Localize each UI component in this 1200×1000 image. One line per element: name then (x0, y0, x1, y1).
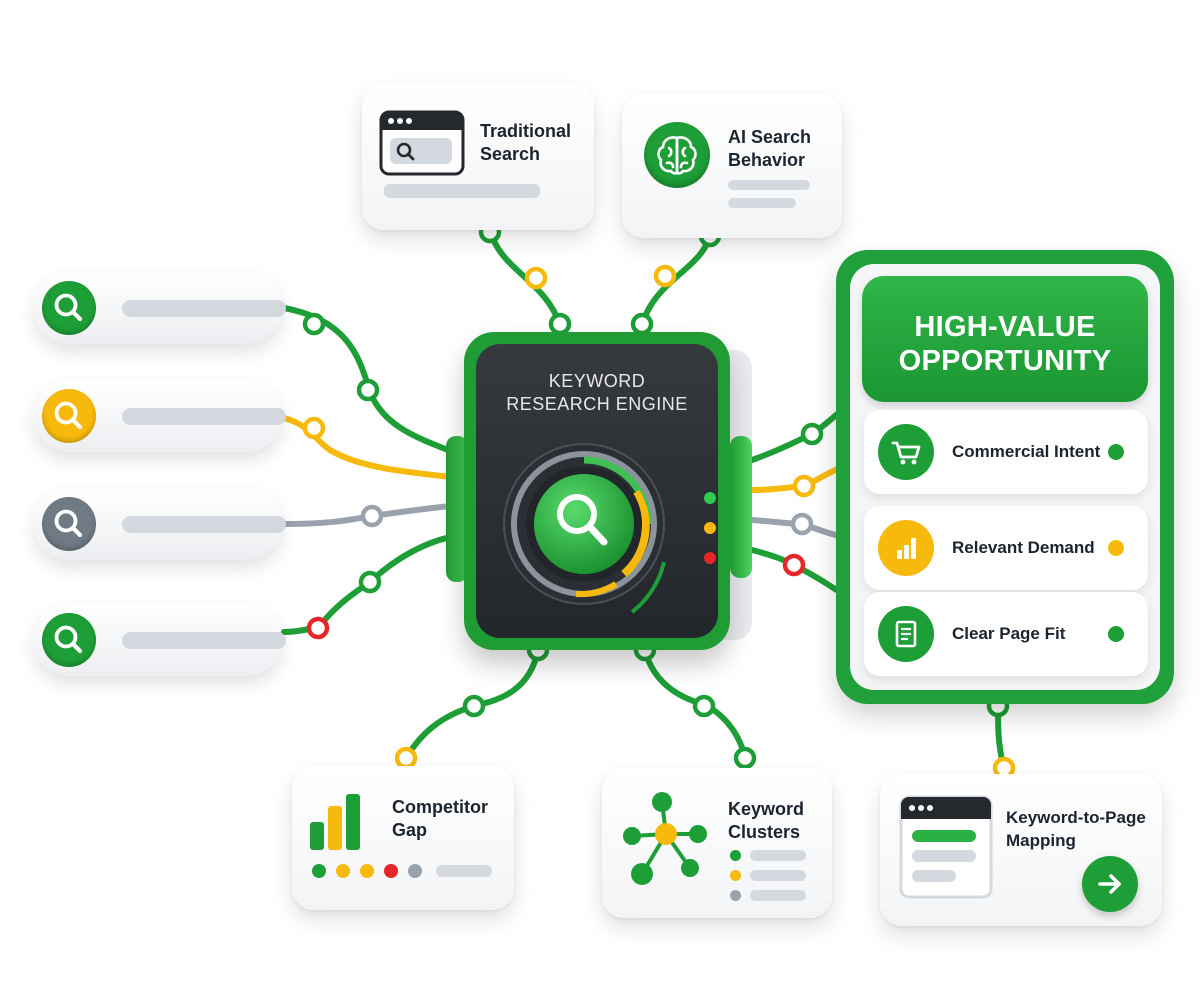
bar-chart-icon-circle (878, 520, 934, 576)
legend-dot (336, 864, 350, 878)
placeholder-bar (750, 870, 806, 881)
query-pill-icon-circle (42, 497, 96, 551)
document-icon (895, 620, 917, 648)
engine-right-connector (730, 436, 752, 578)
ai-search-title: AI Search Behavior (728, 127, 812, 170)
placeholder-bar (750, 890, 806, 901)
cluster-network-icon (623, 792, 707, 885)
status-led-red (704, 552, 716, 564)
query-pill[interactable] (34, 604, 286, 676)
query-pill-bar (122, 408, 286, 425)
placeholder-bar (436, 865, 492, 877)
mapping-action-button[interactable] (1082, 856, 1138, 912)
traditional-search-card: Traditional Search (362, 84, 594, 230)
cart-icon-circle (878, 424, 934, 480)
high-value-opportunity-panel: HIGH-VALUE OPPORTUNITY Commercial Intent (836, 250, 1174, 704)
browser-search-icon (379, 110, 465, 176)
opportunity-title: HIGH-VALUE OPPORTUNITY (898, 311, 1112, 377)
bar-chart-icon (897, 538, 916, 559)
keyword-research-engine: KEYWORD RESEARCH ENGINE (464, 332, 730, 650)
engine-title: KEYWORD RESEARCH ENGINE (506, 371, 688, 414)
ai-search-icon-circle (644, 122, 710, 188)
query-pill[interactable] (34, 380, 286, 452)
query-pill-bar (122, 300, 286, 317)
opportunity-header: HIGH-VALUE OPPORTUNITY (862, 276, 1148, 402)
opportunity-item-label: Commercial Intent (952, 442, 1101, 461)
query-pill[interactable] (34, 272, 286, 344)
legend-dot (312, 864, 326, 878)
keyword-clusters-title: Keyword Clusters (728, 799, 805, 842)
query-pill-bar (122, 516, 286, 533)
page-mapping-title: Keyword-to-Page Mapping (1006, 808, 1146, 850)
opportunity-item-label: Relevant Demand (952, 538, 1095, 557)
bar-chart-icon (310, 794, 360, 850)
competitor-gap-card: Competitor Gap (292, 766, 514, 910)
status-dot (1108, 444, 1124, 460)
page-mapping-card: Keyword-to-Page Mapping (880, 774, 1162, 926)
cart-icon (891, 441, 921, 465)
opportunity-item-commercial-intent[interactable]: Commercial Intent (864, 410, 1148, 494)
engine-screen: KEYWORD RESEARCH ENGINE (476, 344, 718, 638)
query-pill-bar (122, 632, 286, 649)
browser-page-icon (899, 795, 993, 899)
search-icon (54, 625, 83, 654)
list-dot (730, 890, 741, 901)
search-icon (54, 293, 83, 322)
legend-dot (384, 864, 398, 878)
keyword-clusters-card: Keyword Clusters (602, 768, 832, 918)
list-dot (730, 870, 741, 881)
legend-dot (408, 864, 422, 878)
search-icon (54, 401, 83, 430)
brain-icon (657, 136, 697, 175)
search-icon (54, 509, 83, 538)
legend-dot (360, 864, 374, 878)
status-led-yellow (704, 522, 716, 534)
competitor-gap-title: Competitor Gap (392, 797, 488, 840)
magnifier-icon (557, 494, 608, 546)
query-pill-icon-circle (42, 613, 96, 667)
status-led-green (704, 492, 716, 504)
query-pill[interactable] (34, 488, 286, 560)
status-dot (1108, 540, 1124, 556)
engine-left-connector (446, 436, 468, 582)
document-icon-circle (878, 606, 934, 662)
opportunity-item-label: Clear Page Fit (952, 624, 1066, 643)
placeholder-bar (728, 198, 796, 208)
query-pill-icon-circle (42, 281, 96, 335)
placeholder-bar (728, 180, 810, 190)
opportunity-item-relevant-demand[interactable]: Relevant Demand (864, 506, 1148, 590)
engine-dial (503, 443, 666, 614)
traditional-search-title: Traditional Search (480, 121, 572, 164)
status-dot (1108, 626, 1124, 642)
opportunity-item-clear-page-fit[interactable]: Clear Page Fit (864, 592, 1148, 676)
opportunity-inner: HIGH-VALUE OPPORTUNITY Commercial Intent (850, 264, 1160, 690)
placeholder-bar (750, 850, 806, 861)
query-pill-icon-circle (42, 389, 96, 443)
ai-search-card: AI Search Behavior (622, 94, 842, 238)
list-dot (730, 850, 741, 861)
placeholder-bar (384, 184, 540, 198)
arrow-right-icon (1098, 874, 1121, 894)
